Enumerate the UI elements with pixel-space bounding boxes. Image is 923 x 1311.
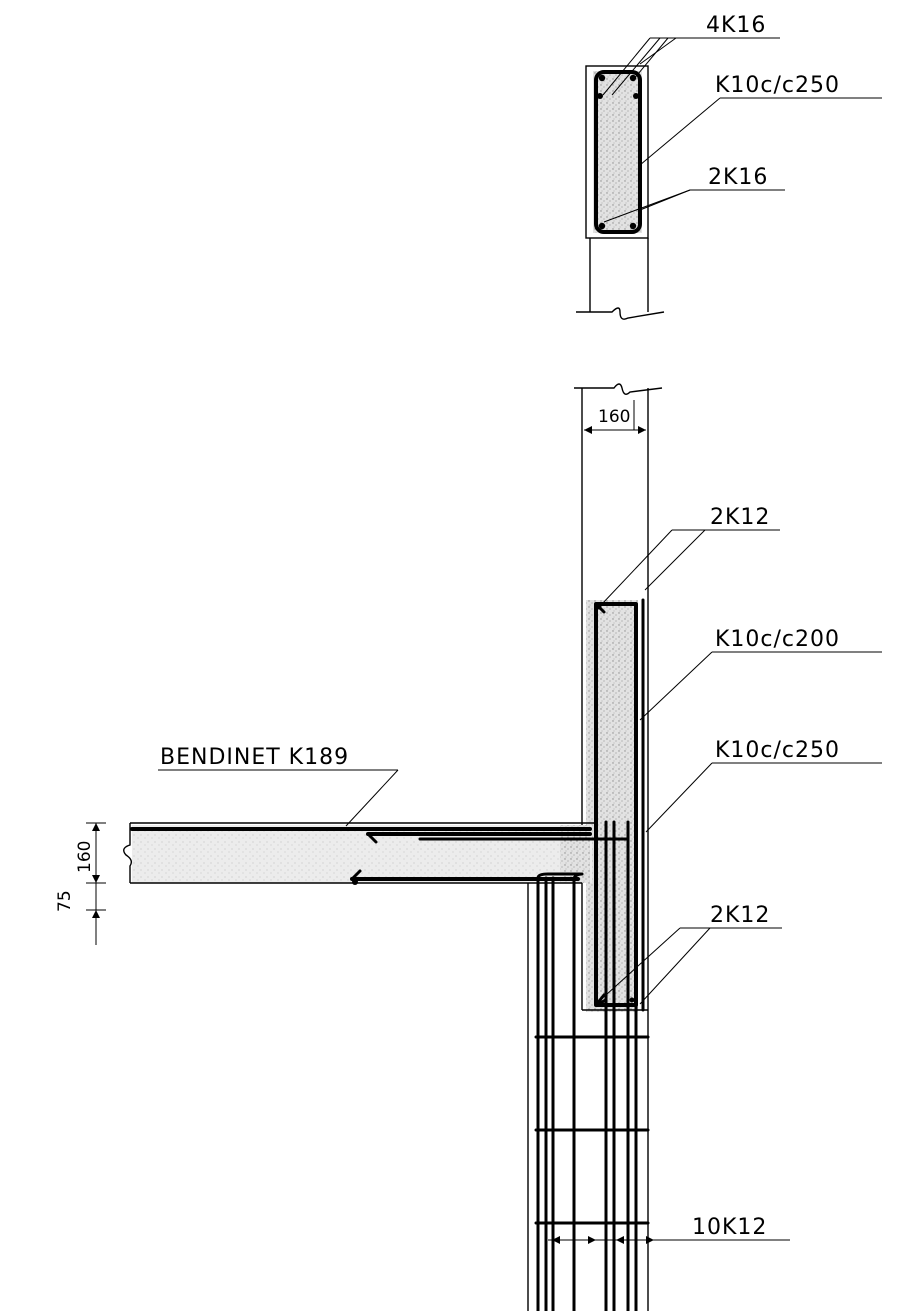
break-line [576,307,665,320]
label-2K12-top: 2K12 [710,505,770,530]
dim-75-slab: 75 [55,890,75,912]
column-section-top: 4K16 K10c/c250 2K16 [576,13,882,320]
column-outline [585,65,649,239]
rebar-dot [629,74,637,82]
slab-section: BENDINET K189 160 75 [55,745,630,945]
label-2K16: 2K16 [708,165,768,190]
column-stirrup [594,70,642,234]
rebar-dot [597,93,603,99]
label-10K12: 10K12 [692,1215,767,1240]
label-K10c-c250-wall: K10c/c250 [715,738,840,763]
upstand-concrete-fill [586,600,638,1012]
wall-elevation: 160 2K12 K10c/c200 K10c/c250 2K12 [574,383,882,1012]
dim-160-wall: 160 [598,407,630,427]
label-4K16: 4K16 [706,13,766,38]
label-K10c-c200: K10c/c200 [715,627,840,652]
rebar-dot [598,74,606,82]
slab-break-line [123,823,133,883]
break-line-top [574,383,663,395]
rebar-dot [633,93,639,99]
rebar-dot [598,222,606,230]
label-K10c-c250-top: K10c/c250 [715,73,840,98]
label-2K12-bottom: 2K12 [710,903,770,928]
label-bendinet-K189: BENDINET K189 [160,745,349,770]
dim-160-slab: 160 [75,841,95,873]
wall-below: 10K12 [527,820,790,1311]
rebar-dot [629,222,637,230]
